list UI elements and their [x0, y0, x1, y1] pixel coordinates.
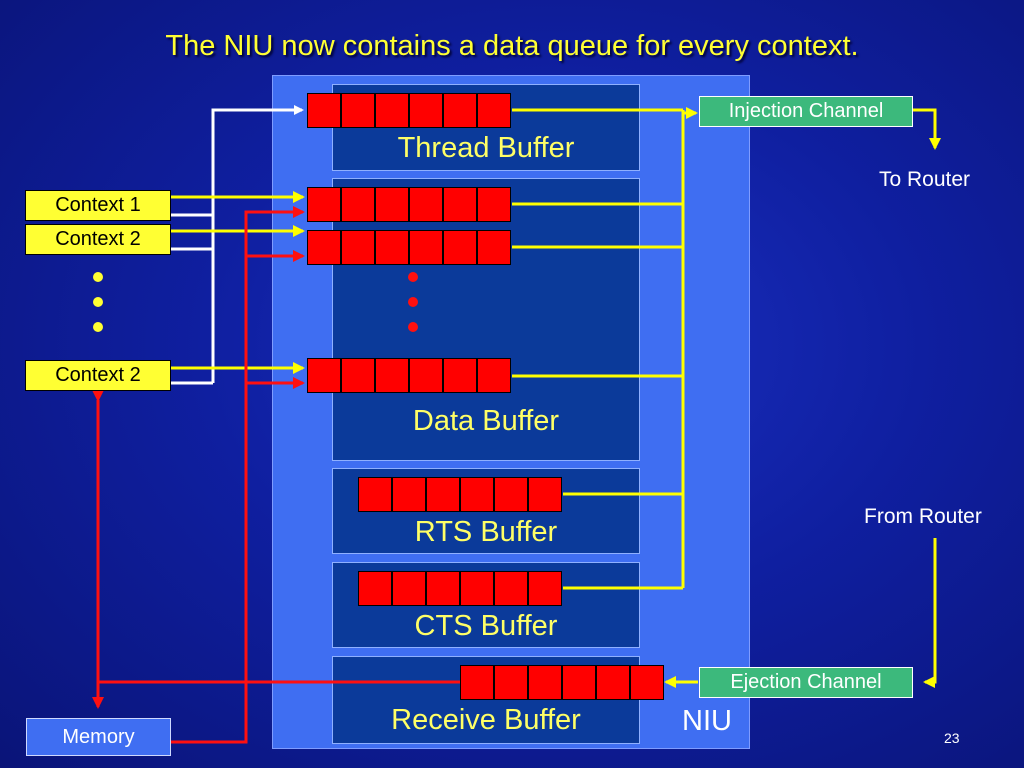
data-queue-context-1 — [307, 187, 511, 222]
ejection-channel: Ejection Channel — [699, 667, 913, 698]
from-router-label: From Router — [864, 505, 982, 528]
data-buffer-label: Data Buffer — [412, 405, 560, 437]
rts-queue — [358, 477, 562, 512]
white-wires — [171, 105, 304, 385]
red-wires — [92, 206, 460, 744]
to-router-label: To Router — [879, 168, 971, 191]
receive-buffer-label: Receive Buffer — [391, 704, 581, 736]
ellipsis-dot — [408, 322, 418, 332]
thread-queue — [307, 93, 511, 128]
slide-title: The NIU now contains a data queue for ev… — [165, 30, 859, 62]
ellipsis-dot — [408, 297, 418, 307]
receive-queue — [460, 665, 664, 700]
yellow-context-wires — [171, 191, 305, 374]
ellipsis-dot — [93, 297, 103, 307]
cts-buffer-label: CTS Buffer — [414, 610, 558, 642]
niu-label: NIU — [682, 705, 732, 737]
injection-channel: Injection Channel — [699, 96, 913, 127]
cts-queue — [358, 571, 562, 606]
context-box-1: Context 1 — [25, 190, 171, 221]
context-box-n: Context 2 — [25, 360, 171, 391]
ellipsis-dot — [93, 322, 103, 332]
page-number: 23 — [944, 730, 960, 746]
context-box-2: Context 2 — [25, 224, 171, 255]
ellipsis-dot — [408, 272, 418, 282]
data-queue-context-2 — [307, 230, 511, 265]
data-queue-context-n — [307, 358, 511, 393]
memory-box: Memory — [26, 718, 171, 756]
thread-buffer-label: Thread Buffer — [397, 132, 575, 164]
data-buffer: Data Buffer — [332, 178, 640, 461]
ellipsis-dot — [93, 272, 103, 282]
rts-buffer-label: RTS Buffer — [414, 516, 558, 548]
yellow-injection-wires — [512, 107, 941, 688]
